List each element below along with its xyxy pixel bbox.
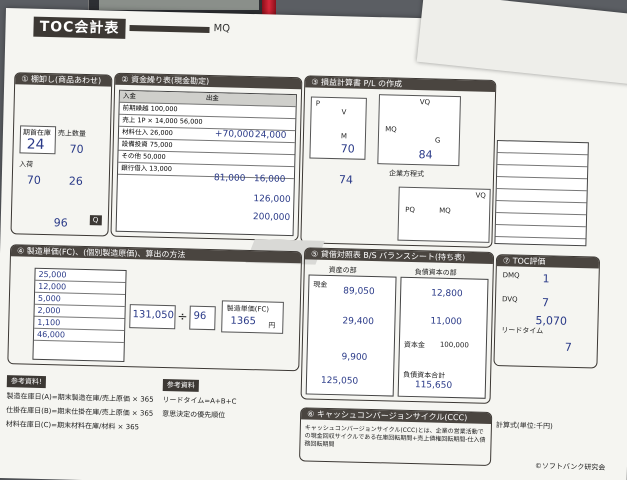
pl-detail-table	[494, 140, 589, 247]
income-label: 入金	[122, 91, 136, 101]
in-label: 入荷	[19, 160, 34, 169]
section-cash-flow-header: ② 資金繰り表(現金勘定)	[115, 73, 302, 90]
ccc-text: キャッシュコンバージョンサイクル(CCC)とは、企業の営業活動での現金回収サイク…	[304, 424, 486, 449]
toc-accounting-sheet: TOC会計表 MQ ① 棚卸し(商品あわせ) 期首在庫 24 売上数量 70 入…	[0, 8, 627, 480]
reference-panel-2: 参考資料 リードタイム=A+B+C 意思決定の優先順位	[162, 372, 299, 435]
section-toc-eval-header: ⑦ TOC評価	[496, 255, 600, 269]
cash-flow-table: 入金出金 前期繰越 100,000 売上 1P × 14,000 56,000 …	[115, 89, 297, 237]
section-ccc: ⑥ キャッシュコンバージョンサイクル(CCC) キャッシュコンバージョンサイクル…	[299, 407, 493, 466]
section-bs: ⑤ 貸借対照表 B/S バランスシート(持ち表) 資産の部 負債資本の部 現金 …	[300, 247, 495, 404]
section-toc-eval: ⑦ TOC評価 DMQ 1 DVQ 7 5,070 リードタイム 7	[493, 254, 601, 369]
footer-plan-label: 計算式(単位:千円)	[495, 421, 553, 431]
pl-formula-label: 企業方程式	[388, 169, 425, 179]
section-unit-cost: ④ 製造単価(FC)、(個別製造原価)、算出の方法 25,000 12,000 …	[7, 244, 303, 372]
cash-hand-0: +70,000	[214, 129, 255, 141]
total-cost-box: 131,050	[129, 304, 176, 330]
section-bs-header: ⑤ 貸借対照表 B/S バランスシート(持ち表)	[304, 248, 494, 264]
cash-hand-4: 126,000	[253, 194, 291, 206]
unit-cost-result-box: 製造単価(FC) 1365 円	[221, 300, 284, 334]
pl-hand-1: 74	[338, 173, 354, 187]
table-row: 46,000	[33, 328, 125, 343]
footer-copyright: ©ソフトバンク研究会	[534, 462, 606, 472]
section-inventory-header: ① 棚卸し(商品あわせ)	[15, 73, 112, 87]
table-row	[495, 225, 586, 240]
initial-stock-value: 24	[26, 136, 45, 153]
sales-qty-label: 売上数量	[57, 129, 87, 138]
section-inventory: ① 棚卸し(商品あわせ) 期首在庫 24 売上数量 70 入荷 70 26 96…	[10, 72, 113, 237]
initial-stock-box: 期首在庫 24	[19, 125, 57, 155]
inventory-value-a: 70	[26, 173, 41, 187]
qty-box: 96	[189, 305, 216, 331]
assets-label: 資産の部	[328, 265, 357, 275]
pl-pq-box: PQ MQ VQ	[397, 186, 491, 243]
section-pl-header: ③ 損益計算書 P/L の作成	[305, 76, 496, 92]
cash-hand-3: 16,000	[253, 174, 286, 185]
title-mq: MQ	[213, 23, 231, 35]
sheet-title: TOC会計表	[33, 16, 126, 39]
section-ccc-header: ⑥ キャッシュコンバージョンサイクル(CCC)	[301, 408, 492, 424]
inventory-end-value: 96	[53, 216, 68, 230]
section-cash-flow: ② 資金繰り表(現金勘定) 入金出金 前期繰越 100,000 売上 1P × …	[110, 72, 303, 242]
assets-table: 現金 89,050 29,400 9,900 125,050	[305, 274, 397, 397]
title-arrow	[129, 25, 210, 33]
liabilities-table: 12,800 11,000 資本金 100,000 負債資本合計 115,650	[397, 276, 489, 399]
inventory-value-c: 26	[68, 174, 83, 188]
divide-sign: ÷	[177, 309, 188, 324]
expense-label: 出金	[205, 93, 219, 103]
calculator-display	[99, 0, 259, 10]
cash-hand-5: 200,000	[252, 212, 291, 224]
pl-vq-box: VQ MQ G 84	[377, 94, 461, 167]
unit-cost-table: 25,000 12,000 5,000 2,000 1,100 46,000	[32, 267, 127, 362]
sales-qty-value: 70	[69, 142, 84, 156]
section-pl: ③ 損益計算書 P/L の作成 P V M 70 VQ MQ G 84 74 企…	[300, 75, 497, 248]
cash-hand-2: 81,000	[213, 173, 246, 184]
pl-p-box: P V M 70	[309, 96, 367, 160]
cash-hand-1: 24,000	[254, 130, 287, 141]
reference-panel: 参考資料! 製造在庫日(A)=期末製造在庫/売上原価 × 365 仕掛在庫日(B…	[5, 368, 157, 452]
inventory-q-badge: Q	[89, 215, 102, 226]
